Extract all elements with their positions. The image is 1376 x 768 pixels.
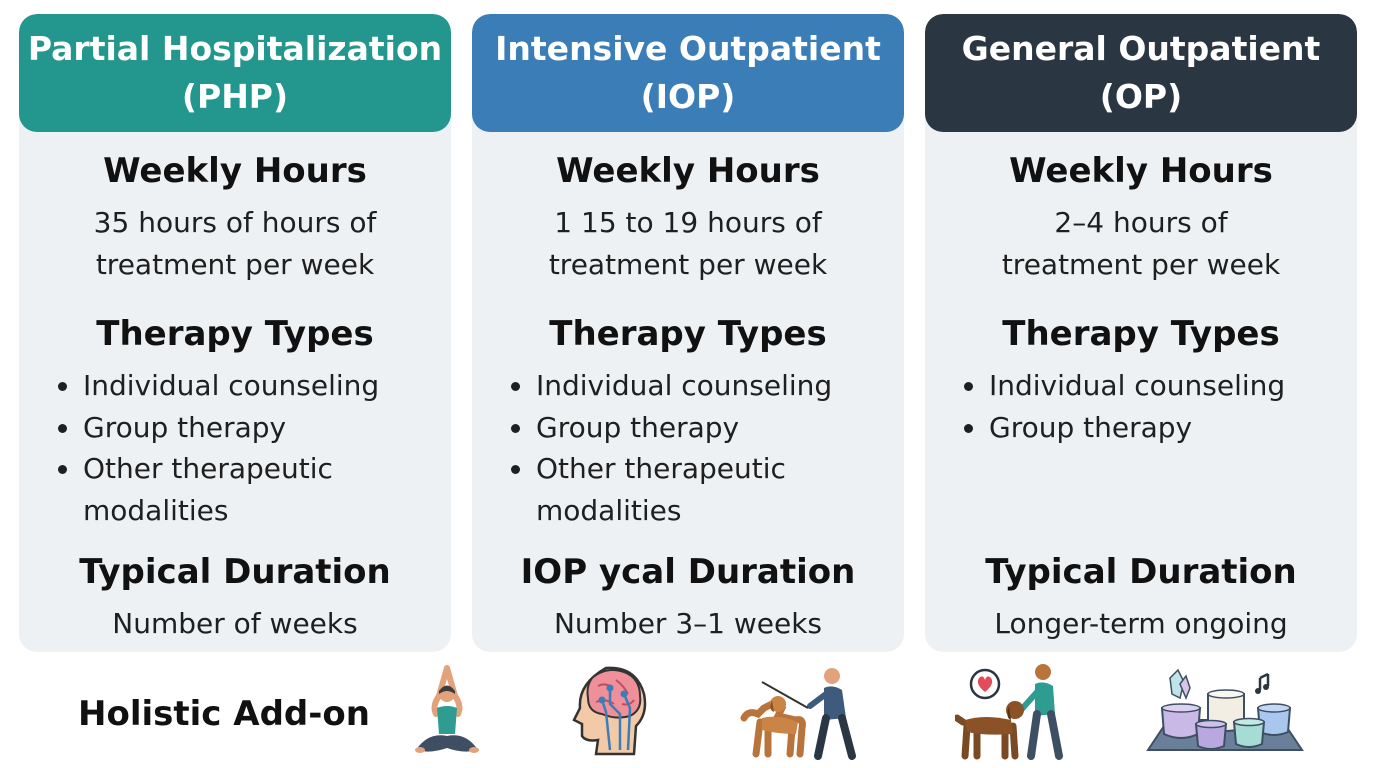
- php-therapy-item: Individual counseling: [51, 365, 439, 407]
- holistic-addon-label: Holistic Add-on: [78, 694, 370, 734]
- php-hours-line1: 35 hours of hours of: [93, 206, 377, 239]
- op-duration-text: Longer-term ongoing: [994, 607, 1288, 640]
- php-title-line1: Partial Hospitalization: [27, 29, 443, 68]
- op-title-line1: General Outpatient: [961, 29, 1321, 68]
- op-therapy-item: Individual counseling: [957, 365, 1345, 407]
- brain-icon: [572, 666, 647, 756]
- op-card: General Outpatient (OP) Weekly Hours 2–4…: [925, 14, 1357, 652]
- iop-hours-line1: 1 15 to 19 hours of: [554, 206, 822, 239]
- php-card: Partial Hospitalization (PHP) Weekly Hou…: [19, 14, 451, 652]
- iop-therapy-list: Individual counseling Group therapy Othe…: [504, 365, 892, 531]
- iop-duration-text: Number 3–1 weeks: [553, 607, 823, 640]
- iop-title-line1: Intensive Outpatient: [495, 29, 881, 68]
- iop-therapy-heading: Therapy Types: [549, 314, 827, 354]
- op-hours-line2: treatment per week: [1001, 248, 1281, 281]
- php-duration-heading: Typical Duration: [79, 552, 391, 592]
- iop-therapy-item: Group therapy: [504, 407, 892, 449]
- therapy-dog-icon: [955, 664, 1063, 760]
- op-therapy-list: Individual counseling Group therapy: [957, 365, 1345, 448]
- iop-hours-text: 1 15 to 19 hours of treatment per week: [472, 202, 904, 286]
- op-hours-text: 2–4 hours of treatment per week: [925, 202, 1357, 286]
- php-card-header: Partial Hospitalization (PHP): [19, 14, 451, 132]
- op-therapy-item: Group therapy: [957, 407, 1345, 449]
- iop-card-header: Intensive Outpatient (IOP): [472, 14, 904, 132]
- op-title-line2: (OP): [1099, 77, 1183, 116]
- op-hours-line1: 2–4 hours of: [1054, 206, 1228, 239]
- iop-hours-line2: treatment per week: [548, 248, 828, 281]
- php-therapy-item: Other therapeutic modalities: [51, 448, 439, 531]
- php-therapy-heading: Therapy Types: [96, 314, 374, 354]
- iop-card: Intensive Outpatient (IOP) Weekly Hours …: [472, 14, 904, 652]
- iop-duration-heading: IOP ycal Duration: [520, 552, 856, 592]
- php-hours-heading: Weekly Hours: [103, 151, 367, 191]
- php-therapy-item: Group therapy: [51, 407, 439, 449]
- dog-walking-icon: [740, 668, 856, 760]
- op-therapy-heading: Therapy Types: [1002, 314, 1280, 354]
- op-hours-heading: Weekly Hours: [1009, 151, 1273, 191]
- php-duration-text: Number of weeks: [112, 607, 358, 640]
- php-hours-line2: treatment per week: [95, 248, 375, 281]
- php-therapy-list: Individual counseling Group therapy Othe…: [51, 365, 439, 531]
- yoga-icon: [415, 665, 479, 753]
- php-title-line2: (PHP): [181, 77, 289, 116]
- iop-title-line2: (IOP): [640, 77, 736, 116]
- sound-bowls-icon: [1146, 668, 1304, 751]
- iop-therapy-item: Other therapeutic modalities: [504, 448, 892, 531]
- op-duration-heading: Typical Duration: [985, 552, 1297, 592]
- php-hours-text: 35 hours of hours of treatment per week: [19, 202, 451, 286]
- op-card-header: General Outpatient (OP): [925, 14, 1357, 132]
- iop-hours-heading: Weekly Hours: [556, 151, 820, 191]
- iop-therapy-item: Individual counseling: [504, 365, 892, 407]
